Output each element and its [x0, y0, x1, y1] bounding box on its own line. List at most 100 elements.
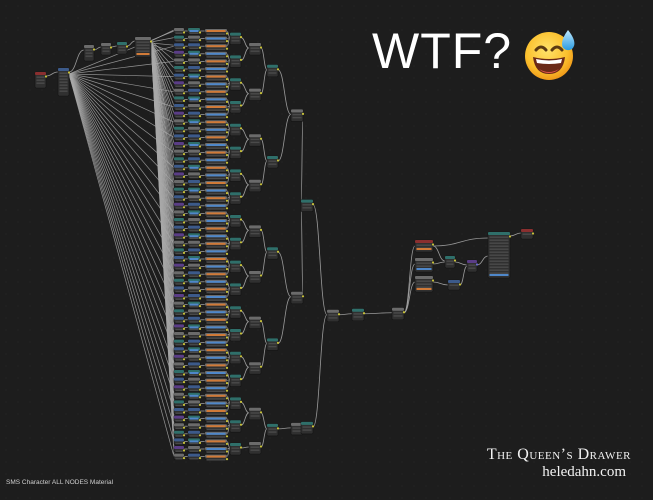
node-value-field[interactable] [206, 235, 226, 238]
node-socket[interactable] [182, 46, 186, 49]
shader-node[interactable] [187, 27, 202, 35]
shader-node[interactable] [444, 255, 457, 269]
shader-node[interactable] [204, 264, 229, 271]
shader-node[interactable] [173, 164, 186, 172]
node-value-field[interactable] [206, 455, 226, 458]
node-socket[interactable] [337, 313, 341, 316]
node-value-field[interactable] [206, 30, 226, 32]
shader-node[interactable] [173, 225, 186, 232]
node-socket[interactable] [225, 336, 229, 339]
shader-node[interactable] [187, 149, 202, 156]
node-value-field[interactable] [206, 372, 226, 374]
node-socket[interactable] [182, 198, 186, 201]
shader-node[interactable] [187, 65, 202, 73]
shader-node[interactable] [187, 422, 202, 430]
shader-node[interactable] [204, 188, 229, 195]
node-socket[interactable] [182, 229, 186, 232]
shader-node[interactable] [57, 67, 71, 97]
node-socket[interactable] [259, 137, 263, 140]
node-socket[interactable] [225, 184, 229, 187]
node-value-field[interactable] [189, 30, 199, 32]
node-socket[interactable] [225, 222, 229, 225]
shader-node[interactable] [204, 385, 229, 393]
node-socket[interactable] [225, 450, 229, 453]
node-socket[interactable] [225, 78, 229, 81]
node-value-field[interactable] [189, 394, 199, 397]
node-socket[interactable] [198, 289, 202, 292]
shader-node[interactable] [187, 392, 202, 400]
shader-node[interactable] [204, 51, 229, 58]
shader-node[interactable] [173, 35, 186, 42]
node-socket[interactable] [225, 268, 229, 271]
node-socket[interactable] [225, 230, 229, 233]
node-value-field[interactable] [416, 248, 432, 250]
shader-node[interactable] [204, 408, 229, 415]
shader-node[interactable] [204, 423, 229, 431]
node-socket[interactable] [225, 32, 229, 35]
shader-node[interactable] [466, 259, 479, 273]
node-socket[interactable] [239, 104, 243, 107]
node-socket[interactable] [182, 145, 186, 148]
node-socket[interactable] [225, 237, 229, 240]
node-value-field[interactable] [206, 273, 226, 276]
node-socket[interactable] [362, 312, 366, 315]
node-socket[interactable] [182, 297, 186, 300]
node-socket[interactable] [198, 107, 202, 110]
node-socket[interactable] [239, 355, 243, 358]
shader-node[interactable] [204, 97, 229, 104]
node-socket[interactable] [198, 403, 202, 406]
shader-node[interactable] [187, 50, 202, 58]
node-socket[interactable] [225, 108, 229, 111]
shader-node[interactable] [447, 279, 462, 291]
node-value-field[interactable] [189, 280, 199, 283]
node-socket[interactable] [182, 160, 186, 163]
shader-node[interactable] [173, 301, 186, 308]
node-value-field[interactable] [206, 212, 226, 215]
shader-node[interactable] [204, 165, 229, 172]
node-socket[interactable] [225, 70, 229, 73]
shader-node[interactable] [266, 64, 280, 78]
shader-node[interactable] [187, 187, 202, 194]
node-socket[interactable] [198, 335, 202, 338]
node-socket[interactable] [182, 183, 186, 186]
shader-node[interactable] [187, 400, 202, 407]
node-value-field[interactable] [206, 356, 226, 359]
shader-node[interactable] [229, 32, 243, 45]
node-socket[interactable] [198, 69, 202, 72]
node-socket[interactable] [431, 279, 435, 282]
shader-node[interactable] [187, 331, 202, 339]
node-value-field[interactable] [206, 136, 226, 139]
node-socket[interactable] [198, 274, 202, 277]
shader-node[interactable] [173, 400, 186, 407]
shader-node[interactable] [173, 179, 186, 187]
shader-node[interactable] [248, 225, 263, 238]
node-socket[interactable] [239, 81, 243, 84]
node-socket[interactable] [225, 176, 229, 179]
shader-node[interactable] [173, 286, 186, 293]
node-socket[interactable] [259, 411, 263, 414]
node-value-field[interactable] [206, 432, 226, 435]
node-socket[interactable] [198, 130, 202, 133]
node-socket[interactable] [239, 286, 243, 289]
node-socket[interactable] [182, 39, 186, 42]
shader-node[interactable] [173, 210, 186, 217]
node-socket[interactable] [182, 168, 186, 171]
node-socket[interactable] [182, 373, 186, 376]
node-socket[interactable] [125, 45, 129, 48]
node-socket[interactable] [225, 374, 229, 377]
shader-node[interactable] [187, 445, 202, 453]
node-socket[interactable] [198, 434, 202, 437]
shader-node[interactable] [204, 279, 229, 286]
node-socket[interactable] [198, 305, 202, 308]
node-value-field[interactable] [206, 52, 226, 55]
node-socket[interactable] [239, 172, 243, 175]
node-socket[interactable] [198, 396, 202, 399]
node-socket[interactable] [198, 84, 202, 87]
node-value-field[interactable] [206, 258, 226, 260]
node-socket[interactable] [198, 327, 202, 330]
shader-node[interactable] [248, 42, 263, 56]
shader-node[interactable] [204, 271, 229, 279]
shader-node[interactable] [173, 88, 186, 96]
shader-node[interactable] [187, 141, 202, 149]
